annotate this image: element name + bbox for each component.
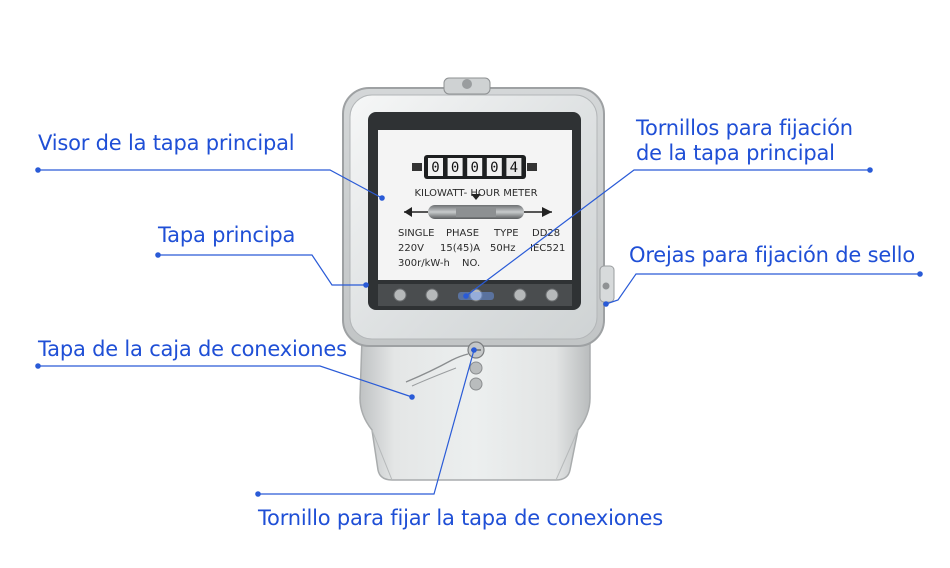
terminal-cover [359,337,591,481]
leader-tornillos [465,169,870,297]
label-tapa-principal: Tapa principa [158,223,296,247]
odometer-cell [506,158,522,176]
odometer-cell [447,158,463,176]
label-tornillos-fijacion: Tornillos para fijación de la tapa princ… [636,116,853,166]
spec-cell: 300r/kW-h [398,258,450,269]
arrow-marker [471,194,481,200]
spec-row-1: SINGLE PHASE TYPE DD28 [398,228,560,239]
odometer-digit: 0 [470,160,478,176]
label-visor: Visor de la tapa principal [38,131,295,155]
label-tornillo-conexiones: Tornillo para fijar la tapa de conexione… [258,506,663,530]
spec-cell: DD28 [532,228,560,239]
spec-cell: 50Hz [490,243,516,254]
spec-row-3: 300r/kW-h NO. [398,258,480,269]
leader-lines [35,167,923,497]
odometer-cell [428,158,443,176]
odometer-digit: 4 [510,160,518,176]
odometer-digit: 0 [490,160,498,176]
odometer-digit: 0 [451,160,459,176]
terminal-block [378,284,572,306]
rotation-indicator [404,194,552,219]
meter-title: KILOWATT- HOUR METER [414,188,537,199]
spec-cell: PHASE [446,228,479,239]
spec-cell: SINGLE [398,228,434,239]
leader-orejas [605,273,920,305]
spec-cell: 15(45)A [440,243,480,254]
label-tornillos-line-2: de la tapa principal [636,141,835,165]
label-tornillos-line-1: Tornillos para fijación [636,116,853,140]
spec-cell: 220V [398,243,424,254]
spec-table: SINGLE PHASE TYPE DD28 220V 15(45)A 50Hz IEC52… [398,228,565,269]
spec-cell: NO. [462,258,480,269]
odometer-digit: 0 [431,160,439,176]
odometer-cell [467,158,483,176]
leader-visor [38,169,383,199]
odometer-cell [486,158,502,176]
leader-caja [38,365,413,398]
leader-tapa [158,254,366,286]
label-tapa-caja-conexiones: Tapa de la caja de conexiones [38,337,347,361]
spec-row-2: 220V 15(45)A 50Hz IEC521 [398,243,565,254]
leader-tornillo [258,349,475,495]
spec-cell: TYPE [493,228,519,239]
spec-cell: IEC521 [530,243,565,254]
label-orejas-sello: Orejas para fijación de sello [629,243,915,267]
